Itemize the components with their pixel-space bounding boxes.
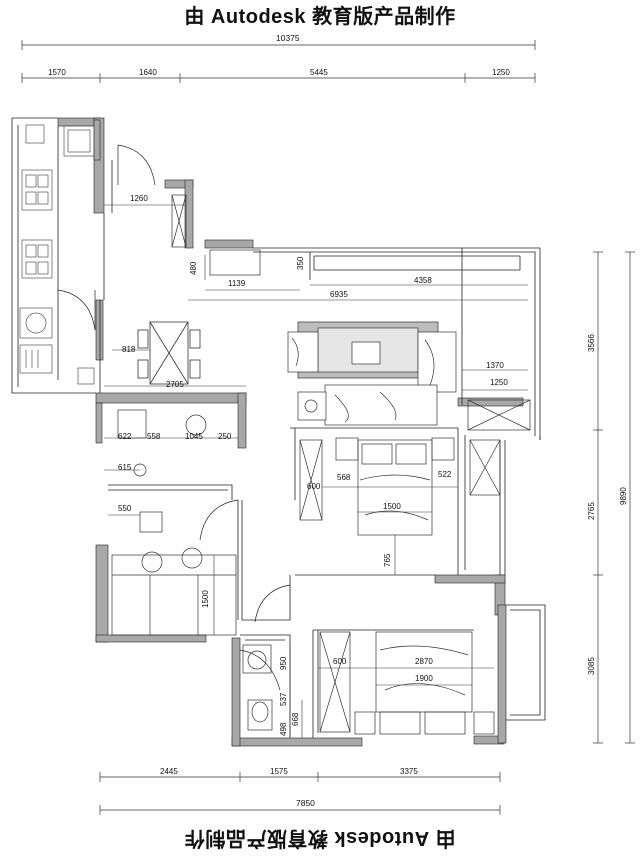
dim-top-4: 1250 (492, 68, 510, 77)
right-dimensions (593, 251, 635, 744)
doors (57, 144, 291, 691)
dim-668: 668 (291, 712, 300, 726)
dim-1250-living: 1250 (490, 378, 508, 387)
dim-950: 950 (279, 656, 288, 670)
dim-1500-bed1: 1500 (383, 502, 401, 511)
bed-2 (354, 631, 495, 735)
wall-outlines (11, 117, 546, 738)
walls (57, 117, 524, 747)
dim-522: 522 (438, 470, 452, 479)
dim-overall-top: 10375 (276, 33, 300, 43)
dim-1500-room: 1500 (201, 590, 210, 608)
dim-568: 568 (337, 473, 351, 482)
dim-818: 818 (122, 345, 136, 354)
dim-550: 550 (118, 504, 132, 513)
dim-2705: 2705 (166, 380, 184, 389)
dim-1900: 1900 (415, 674, 433, 683)
dim-537: 537 (279, 692, 288, 706)
dim-6935: 6935 (330, 290, 348, 299)
dim-498: 498 (279, 722, 288, 736)
living-furniture (287, 321, 457, 426)
bed-1 (335, 437, 455, 536)
dim-right-3: 3085 (587, 657, 596, 675)
dim-350: 350 (296, 256, 305, 270)
dim-bottom-2: 1575 (270, 767, 288, 776)
bathroom-fixtures (117, 409, 273, 731)
dim-622: 622 (118, 432, 132, 441)
dim-top-2: 1640 (139, 68, 157, 77)
kitchen-fixtures (19, 124, 95, 385)
dim-2870: 2870 (415, 657, 433, 666)
dim-765: 765 (383, 553, 392, 567)
dim-615: 615 (118, 463, 132, 472)
dim-bottom-3: 3375 (400, 767, 418, 776)
cabinets (171, 194, 531, 733)
dim-top-3: 5445 (310, 68, 328, 77)
dim-480: 480 (189, 261, 198, 275)
watermark-top: 由 Autodesk 教育版产品制作 (184, 6, 456, 28)
dining-table (137, 321, 201, 385)
dim-right-1: 3566 (587, 334, 596, 352)
lower-left-furniture (111, 463, 237, 636)
dim-1260: 1260 (130, 194, 148, 203)
dim-600-bed2: 600 (333, 657, 347, 666)
dim-1370: 1370 (486, 361, 504, 370)
bottom-dimensions (99, 772, 501, 815)
dim-1045: 1045 (185, 432, 203, 441)
dim-right-overall: 9890 (619, 487, 628, 505)
dim-4358: 4358 (414, 276, 432, 285)
dim-overall-bottom: 7850 (296, 798, 315, 808)
watermark-bottom: 由 Autodesk 教育版产品制作 (184, 827, 456, 849)
interior-dim-lines (104, 204, 528, 738)
dim-top-1: 1570 (48, 68, 66, 77)
dim-600-bed1: 600 (307, 482, 321, 491)
dim-558: 558 (147, 432, 161, 441)
dim-bottom-1: 2445 (160, 767, 178, 776)
top-dimensions (21, 40, 536, 83)
dim-right-2: 2765 (587, 502, 596, 520)
dim-250: 250 (218, 432, 232, 441)
dim-1139: 1139 (228, 279, 246, 288)
